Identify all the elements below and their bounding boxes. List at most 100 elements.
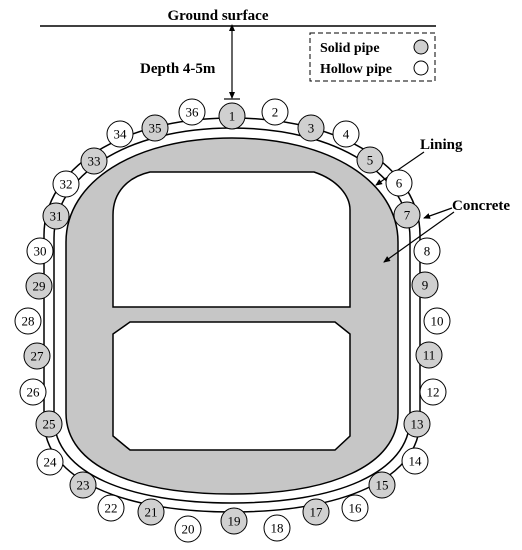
pipe-number-label: 10 [431, 314, 444, 329]
solid-pipe-circle [411, 271, 439, 299]
solid-pipe-circle [218, 102, 246, 130]
pipe-8: 8 [413, 237, 441, 265]
pipe-number-label: 23 [77, 478, 90, 493]
pipe-number-label: 33 [88, 154, 101, 169]
hollow-pipe-circle [106, 120, 134, 148]
hollow-pipe-circle [174, 515, 202, 543]
hollow-pipe-circle [178, 98, 206, 126]
pipe-number-label: 15 [376, 478, 389, 493]
hollow-pipe-circle [332, 120, 360, 148]
solid-pipe-circle [220, 507, 248, 535]
solid-pipe-circle [302, 498, 330, 526]
pipe-4: 4 [332, 120, 360, 148]
hollow-pipe-circle [19, 378, 47, 406]
pipe-1: 1 [218, 102, 246, 130]
pipe-number-label: 34 [114, 127, 128, 142]
legend-hollow-label: Hollow pipe [320, 62, 392, 77]
legend-hollow-swatch [413, 60, 429, 76]
pipe-number-label: 4 [343, 127, 350, 142]
pipe-35: 35 [141, 114, 169, 142]
concrete-label: Concrete [452, 198, 510, 214]
lining-label: Lining [420, 137, 463, 153]
lining-arrow [375, 151, 425, 186]
solid-pipe-circle [393, 201, 421, 229]
pipe-number-label: 13 [411, 417, 424, 432]
solid-pipe-circle [80, 147, 108, 175]
solid-pipe-circle [25, 272, 53, 300]
hollow-pipe-circle [261, 98, 289, 126]
pipe-number-label: 8 [424, 244, 431, 259]
pipe-22: 22 [97, 494, 125, 522]
hollow-pipe-circle [401, 447, 429, 475]
pipe-33: 33 [80, 147, 108, 175]
pipe-28: 28 [14, 307, 42, 335]
pipe-number-label: 31 [50, 209, 63, 224]
pipe-21: 21 [137, 498, 165, 526]
solid-pipe-circle [368, 471, 396, 499]
pipe-30: 30 [26, 237, 54, 265]
pipe-18: 18 [263, 514, 291, 542]
hollow-pipe-circle [423, 307, 451, 335]
solid-pipe-circle [297, 114, 325, 142]
depth-label: Depth 4-5m [140, 61, 216, 77]
pipe-number-label: 17 [310, 505, 324, 520]
hollow-pipe-circle [385, 169, 413, 197]
pipe-number-label: 29 [33, 279, 46, 294]
pipe-number-label: 14 [409, 454, 423, 469]
solid-pipe-circle [403, 410, 431, 438]
pipe-14: 14 [401, 447, 429, 475]
pipe-number-label: 18 [271, 521, 284, 536]
pipe-number-label: 25 [43, 417, 56, 432]
solid-pipe-circle [69, 471, 97, 499]
pipe-number-label: 22 [105, 501, 118, 516]
pipe-number-label: 7 [404, 208, 411, 223]
hollow-pipe-circle [36, 448, 64, 476]
pipe-number-label: 5 [367, 153, 374, 168]
pipe-10: 10 [423, 307, 451, 335]
concrete-arrow-to-body [383, 211, 455, 263]
pipe-number-label: 2 [272, 105, 279, 120]
pipe-5: 5 [356, 146, 384, 174]
pipe-number-label: 35 [149, 121, 162, 136]
pipe-number-label: 20 [182, 522, 195, 537]
ground-surface-label: Ground surface [168, 8, 269, 24]
concrete-arrow-to-pipe [423, 207, 453, 219]
pipe-number-label: 26 [27, 385, 41, 400]
pipe-number-label: 27 [31, 349, 45, 364]
legend-solid-swatch [413, 39, 429, 55]
hollow-pipe-circle [14, 307, 42, 335]
pipe-3: 3 [297, 114, 325, 142]
pipe-number-label: 24 [44, 455, 58, 470]
solid-pipe-circle [415, 341, 443, 369]
solid-pipe-circle [23, 342, 51, 370]
pipe-36: 36 [178, 98, 206, 126]
pipe-number-label: 12 [427, 385, 440, 400]
pipe-number-label: 21 [145, 505, 158, 520]
pipe-27: 27 [23, 342, 51, 370]
pipe-32: 32 [52, 170, 80, 198]
pipe-number-label: 6 [396, 176, 403, 191]
pipe-2: 2 [261, 98, 289, 126]
legend-box [309, 32, 436, 82]
pipe-29: 29 [25, 272, 53, 300]
legend-solid-label: Solid pipe [320, 41, 380, 56]
solid-pipe-circle [42, 202, 70, 230]
pipe-12: 12 [419, 378, 447, 406]
hollow-pipe-circle [341, 494, 369, 522]
pipe-number-label: 30 [34, 244, 47, 259]
pipe-23: 23 [69, 471, 97, 499]
solid-pipe-circle [141, 114, 169, 142]
solid-pipe-circle [137, 498, 165, 526]
pipe-25: 25 [35, 410, 63, 438]
legend: Solid pipe Hollow pipe [309, 32, 436, 82]
hollow-pipe-circle [263, 514, 291, 542]
pipe-7: 7 [393, 201, 421, 229]
pipe-19: 19 [220, 507, 248, 535]
pipe-15: 15 [368, 471, 396, 499]
hollow-pipe-circle [26, 237, 54, 265]
pipe-number-label: 11 [423, 348, 436, 363]
pipe-26: 26 [19, 378, 47, 406]
pipe-31: 31 [42, 202, 70, 230]
